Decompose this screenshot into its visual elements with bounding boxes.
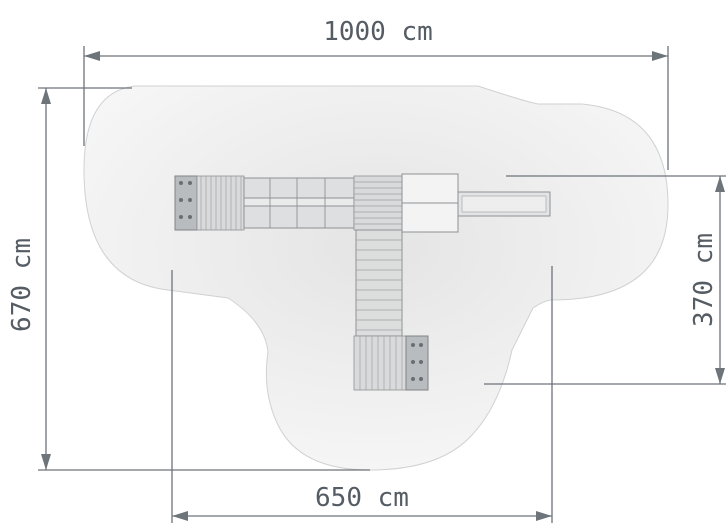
left-tower — [174, 175, 245, 231]
bridge-left — [243, 177, 355, 229]
bottom-tower — [353, 335, 429, 391]
central-tower — [353, 175, 403, 231]
dimension-bottom-width: 650 cm — [171, 266, 553, 523]
dimension-left-height: 670 cm — [7, 87, 370, 471]
right-height-label: 370 cm — [689, 233, 719, 327]
bridge-down — [355, 229, 403, 337]
top-width-label: 1000 cm — [323, 17, 433, 47]
play-structure — [174, 173, 551, 391]
left-height-label: 670 cm — [7, 238, 37, 332]
roof-section — [401, 173, 459, 233]
bottom-width-label: 650 cm — [315, 483, 409, 513]
slide — [457, 191, 551, 217]
dimension-top-width: 1000 cm — [83, 17, 669, 170]
dimension-right-height: 370 cm — [484, 175, 726, 385]
